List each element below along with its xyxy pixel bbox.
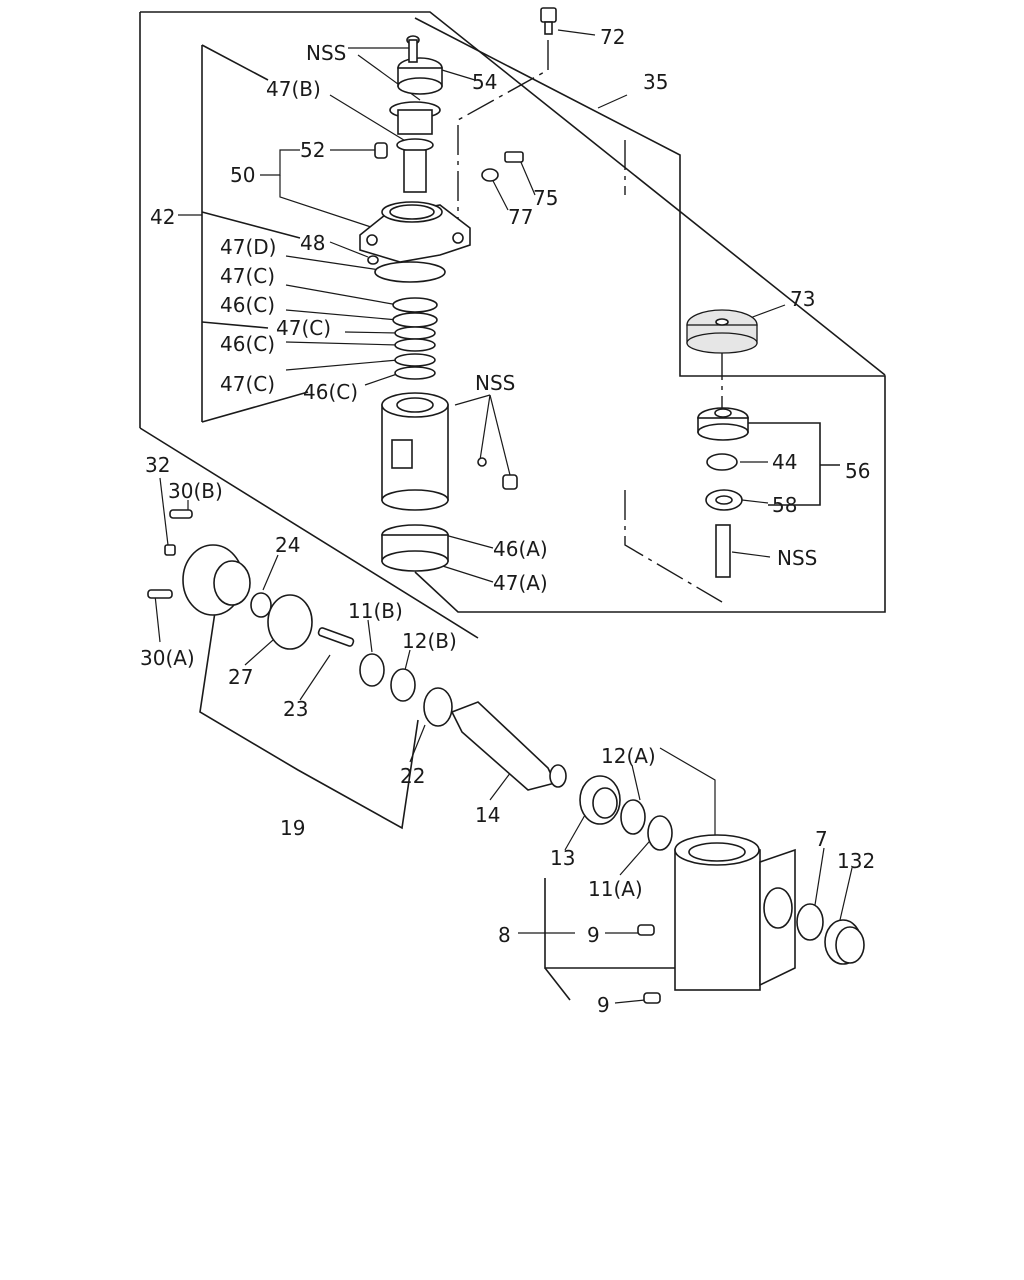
group-frame-35 xyxy=(414,17,886,613)
label-46c-1: 46(C) xyxy=(220,293,275,317)
label-47b: 47(B) xyxy=(266,77,321,101)
part-8-gear-housing xyxy=(637,834,796,1004)
part-46c-47c-rings xyxy=(392,297,438,380)
part-11b-12b-rings xyxy=(359,653,453,727)
label-11a: 11(A) xyxy=(588,877,643,901)
centerlines xyxy=(457,40,723,603)
label-47a: 47(A) xyxy=(493,571,548,595)
label-27: 27 xyxy=(228,665,253,689)
label-35: 35 xyxy=(643,70,668,94)
label-9-lower: 9 xyxy=(597,993,610,1017)
part-13-bearing xyxy=(579,775,621,825)
label-9-upper: 9 xyxy=(587,923,600,947)
label-12a: 12(A) xyxy=(601,744,656,768)
label-nss-right: NSS xyxy=(777,546,817,570)
label-nss-middle: NSS xyxy=(475,371,515,395)
bracket-19 xyxy=(199,611,419,830)
label-8: 8 xyxy=(498,923,511,947)
label-58: 58 xyxy=(772,493,797,517)
part-54-valve-spool xyxy=(389,35,443,193)
label-54: 54 xyxy=(472,70,497,94)
label-32: 32 xyxy=(145,453,170,477)
label-13: 13 xyxy=(550,846,575,870)
label-22: 22 xyxy=(400,764,425,788)
label-46a: 46(A) xyxy=(493,537,548,561)
label-72: 72 xyxy=(600,25,625,49)
label-7: 7 xyxy=(815,827,828,851)
label-47d: 47(D) xyxy=(220,235,276,259)
label-12b: 12(B) xyxy=(402,629,457,653)
part-50-valve-housing xyxy=(359,201,471,263)
bracket-50-46c xyxy=(201,44,309,423)
part-46a-47a-rings xyxy=(381,524,449,572)
bracket-56 xyxy=(748,422,840,506)
label-132: 132 xyxy=(837,849,875,873)
label-48: 48 xyxy=(300,231,325,255)
part-12a-11a-rings xyxy=(620,799,673,851)
label-47c-2: 47(C) xyxy=(276,316,331,340)
label-52: 52 xyxy=(300,138,325,162)
label-75: 75 xyxy=(533,186,558,210)
label-23: 23 xyxy=(283,697,308,721)
part-52-plug xyxy=(374,142,388,159)
part-73-cap xyxy=(686,309,758,354)
part-56-44-58-seal-set xyxy=(697,407,749,578)
part-14-sector-shaft xyxy=(450,701,567,791)
group-frame-42 xyxy=(139,11,886,639)
label-11b: 11(B) xyxy=(348,599,403,623)
callout-labels: 72 35 NSS 54 47(B) 52 50 77 75 42 48 47(… xyxy=(140,25,875,1017)
label-24: 24 xyxy=(275,533,300,557)
label-30b: 30(B) xyxy=(168,479,223,503)
label-77: 77 xyxy=(508,205,533,229)
part-48-47d-seals xyxy=(367,255,446,283)
label-44: 44 xyxy=(772,450,797,474)
label-46c-2: 46(C) xyxy=(220,332,275,356)
label-47c-3: 47(C) xyxy=(220,372,275,396)
label-73: 73 xyxy=(790,287,815,311)
label-14: 14 xyxy=(475,803,500,827)
label-50: 50 xyxy=(230,163,255,187)
label-nss-top: NSS xyxy=(306,41,346,65)
label-47c-1: 47(C) xyxy=(220,264,275,288)
part-valve-body xyxy=(381,392,518,511)
label-30a: 30(A) xyxy=(140,646,195,670)
label-46c-3: 46(C) xyxy=(303,380,358,404)
label-19: 19 xyxy=(280,816,305,840)
part-72-bolt xyxy=(540,7,557,35)
label-56: 56 xyxy=(845,459,870,483)
part-19-cover-group xyxy=(147,509,355,650)
part-77-75-fittings xyxy=(481,151,524,182)
label-42: 42 xyxy=(150,205,175,229)
bracket-8 xyxy=(544,878,690,1001)
part-7-132-seal-cap xyxy=(796,903,865,965)
